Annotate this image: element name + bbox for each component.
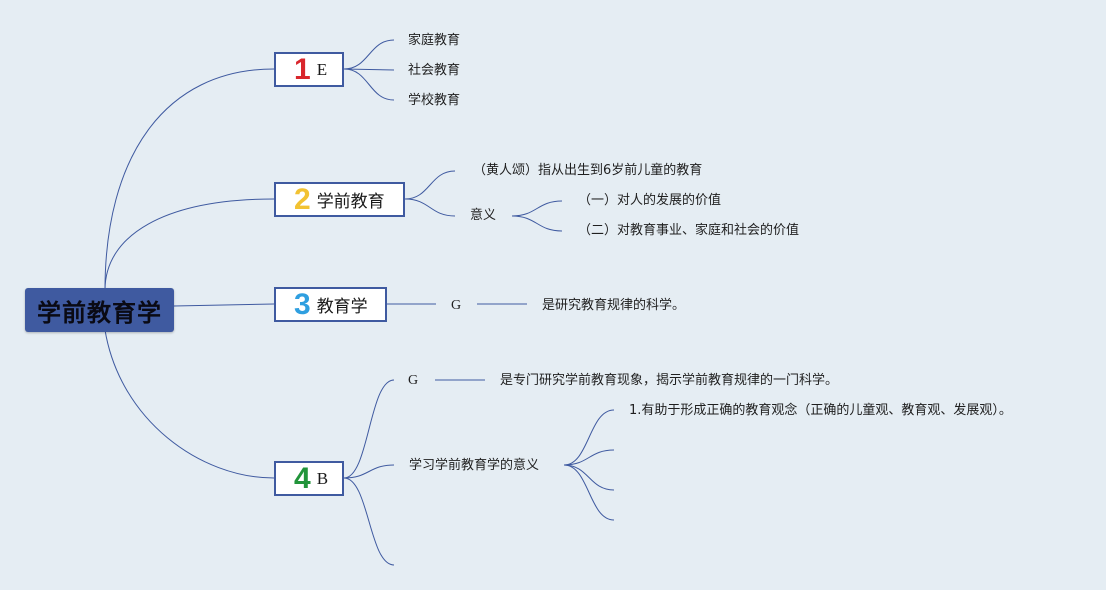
topic-1[interactable]: 1 E: [274, 52, 344, 87]
link-topic-4-empty-branch: [343, 477, 395, 566]
topic-1-child-1[interactable]: 家庭教育: [408, 33, 461, 48]
topic-4-meaning[interactable]: 学习学前教育学的意义: [409, 458, 540, 473]
link-central-topic-2: [104, 198, 275, 291]
topic-4[interactable]: 4 B: [274, 461, 344, 496]
topic-4-number: 4: [294, 461, 311, 495]
link-central-topic-3: [173, 303, 275, 307]
link-central-topic-1: [104, 68, 275, 291]
link-topic-1-child-3: [343, 68, 395, 101]
central-topic[interactable]: 学前教育学: [25, 288, 174, 332]
topic-3-label: 教育学: [316, 297, 368, 317]
topic-4-definition[interactable]: 是专门研究学前教育现象，揭示学前教育规律的一门科学。: [500, 373, 839, 388]
topic-3[interactable]: 3 教育学: [274, 287, 387, 322]
link-topic-4-meaning-item-3: [563, 464, 615, 491]
link-topic-2-meaning-item-2: [511, 215, 563, 232]
topic-1-child-3[interactable]: 学校教育: [408, 93, 461, 108]
topic-3-definition[interactable]: 是研究教育规律的科学。: [542, 298, 686, 313]
link-central-topic-4: [104, 329, 275, 479]
topic-4-meaning-item-1[interactable]: 1.有助于形成正确的教育观念（正确的儿童观、教育观、发展观）。: [629, 403, 1012, 418]
topic-2-meaning-item-1[interactable]: （一）对人的发展的价值: [578, 193, 722, 208]
topic-1-child-2[interactable]: 社会教育: [408, 63, 461, 78]
topic-4-label: B: [316, 468, 329, 488]
link-topic-2-meaning: [404, 198, 456, 217]
topic-2[interactable]: 2 学前教育: [274, 182, 405, 217]
topic-1-label: E: [316, 59, 328, 79]
link-topic-2-definition: [404, 170, 456, 200]
link-topic-1-child-1: [343, 39, 395, 70]
central-topic-label: 学前教育学: [37, 298, 162, 327]
topic-3-g[interactable]: G: [451, 298, 462, 313]
topic-2-definition[interactable]: （黄人颂）指从出生到6岁前儿童的教育: [473, 163, 703, 178]
link-topic-4-g: [343, 379, 395, 479]
link-topic-4-meaning-item-2: [563, 449, 615, 466]
topic-3-number: 3: [294, 287, 311, 321]
topic-2-label: 学前教育: [316, 192, 385, 212]
topic-1-number: 1: [294, 52, 311, 86]
link-topic-1-child-2: [343, 68, 395, 71]
topic-2-meaning-item-2[interactable]: （二）对教育事业、家庭和社会的价值: [578, 223, 800, 238]
link-topic-4-meaning-item-1: [563, 409, 615, 466]
link-topic-2-meaning-item-1: [511, 200, 563, 217]
topic-2-meaning[interactable]: 意义: [470, 208, 497, 223]
topic-4-g[interactable]: G: [408, 373, 419, 388]
link-topic-4-meaning: [343, 464, 395, 479]
topic-2-number: 2: [294, 182, 311, 216]
link-topic-4-meaning-item-4: [563, 464, 615, 521]
